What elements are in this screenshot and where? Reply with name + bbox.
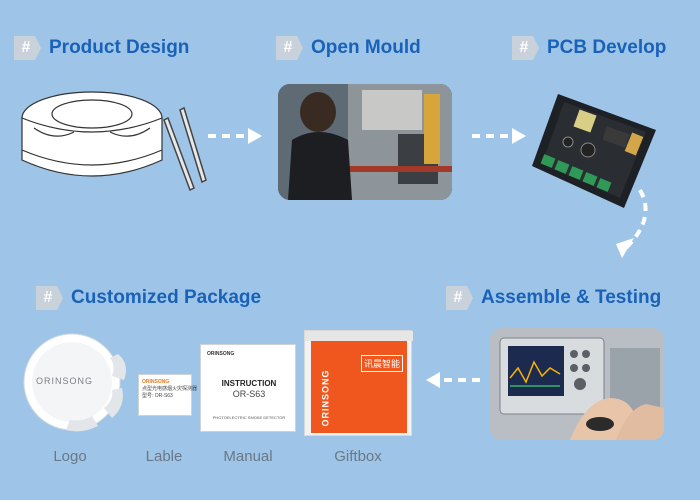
open-mould-photo [278,84,452,200]
label-brand: ORINSONG [142,379,170,385]
manual-brand: ORINSONG [207,351,235,357]
giftbox-front: 讯晨智能 ORINSONG [311,341,407,433]
hash-badge: # [14,36,41,60]
step-title-assemble-testing: # Assemble & Testing [446,286,661,310]
giftbox-cn-mark: 讯晨智能 [361,355,404,372]
step-label: Open Mould [311,37,421,58]
product-design-sketch [21,91,207,192]
step-title-customized-package: # Customized Package [36,286,261,310]
label-line: 点型光电感烟火灾探测器 [142,386,198,392]
caption-logo: Logo [53,448,87,465]
hash-badge: # [446,286,473,310]
hash-badge: # [36,286,63,310]
manual-booklet: ORINSONG INSTRUCTION OR-S63 PHOTOELECTRI… [200,344,296,432]
giftbox-brand: ORINSONG [320,369,331,427]
manual-title: INSTRUCTION [221,379,277,388]
step-title-product-design: # Product Design [14,36,189,60]
hash-badge: # [512,36,539,60]
step-label: Product Design [49,37,190,58]
assemble-testing-photo [490,328,664,440]
caption-giftbox: Giftbox [334,448,382,465]
hash-badge: # [276,36,303,60]
dashed-arrow-right [208,128,262,144]
giftbox-image: 讯晨智能 ORINSONG [304,330,413,436]
label-line: 型号: OR-S63 [142,393,173,399]
pcb-board-image [532,94,656,208]
step-label: Customized Package [71,287,262,308]
dashed-arrow-right [472,128,526,144]
step-label: PCB Develop [547,37,667,58]
manual-subtitle: PHOTOELECTRIC SMOKE DETECTOR [212,415,286,420]
manual-model: OR-S63 [232,389,266,399]
caption-label: Lable [145,448,183,465]
dashed-arrow-down [616,189,648,258]
dashed-arrow-left [426,372,480,388]
logo-brand-text: ORINSONG [36,376,94,386]
step-title-pcb-develop: # PCB Develop [512,36,666,60]
label-sticker: ORINSONG 点型光电感烟火灾探测器 型号: OR-S63 [138,374,198,416]
caption-manual: Manual [223,448,273,465]
step-label: Assemble & Testing [481,287,662,308]
step-title-open-mould: # Open Mould [276,36,421,60]
logo-detector-image: ORINSONG [22,330,132,434]
